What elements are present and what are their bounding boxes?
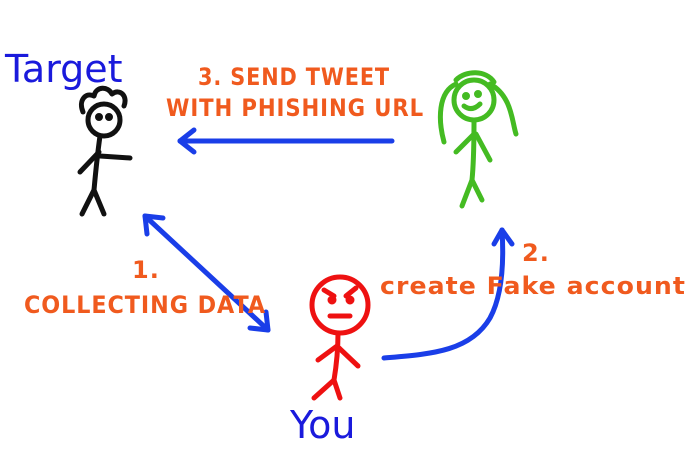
fake-account-figure xyxy=(437,70,519,209)
send-tweet-arrow xyxy=(177,127,395,155)
step-2-text: create Fake account xyxy=(380,272,686,300)
step-1-number: 1. xyxy=(132,256,160,284)
you-label: You xyxy=(289,403,356,447)
step-3-line-1: 3. SEND TWEET xyxy=(198,63,390,91)
create-account-arrow xyxy=(381,227,515,361)
target-label: Target xyxy=(4,47,123,91)
you-figure xyxy=(309,274,371,401)
collect-data-arrow xyxy=(142,213,271,333)
step-1-text: COLLECTING DATA xyxy=(24,291,266,319)
target-figure xyxy=(77,85,133,217)
step-2-number: 2. xyxy=(522,239,550,267)
step-3-line-2: WITH PHISHING URL xyxy=(166,94,424,122)
